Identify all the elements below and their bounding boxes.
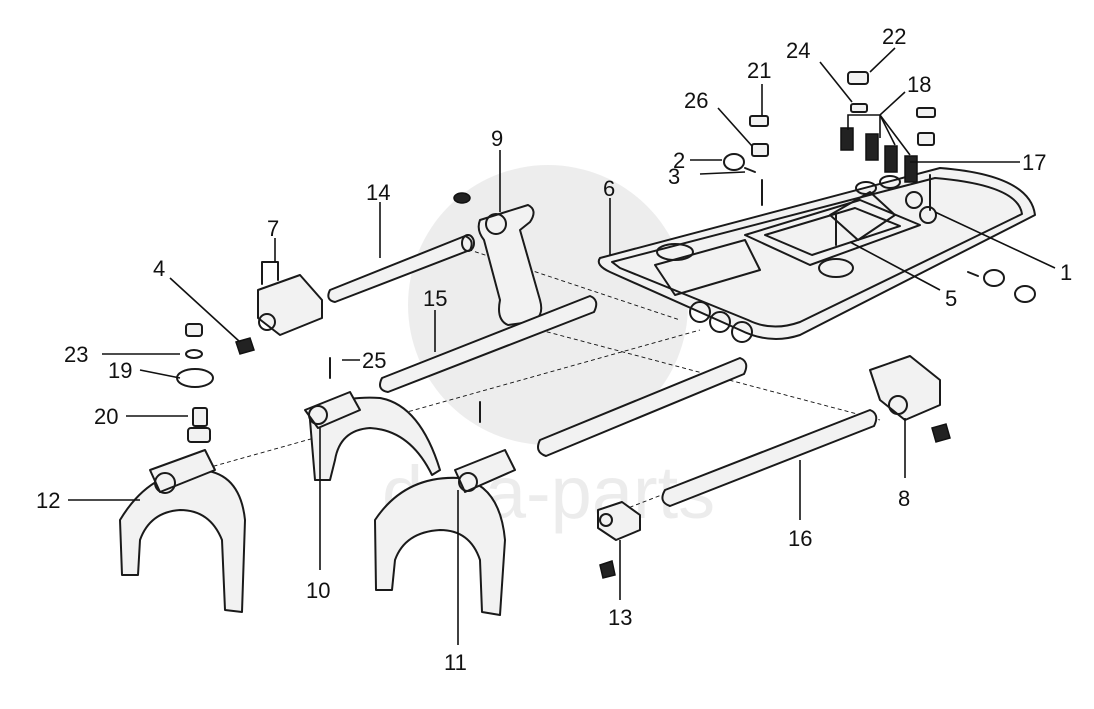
- callout-20: 20: [94, 404, 118, 429]
- callout-24: 24: [786, 38, 810, 63]
- watermark-logo: [408, 165, 688, 445]
- callout-4: 4: [153, 256, 165, 281]
- watermark: data-parts: [382, 165, 715, 534]
- callout-1: 1: [1060, 260, 1072, 285]
- studs-springs: [723, 71, 1036, 303]
- callout-18: 18: [907, 72, 931, 97]
- callout-8: 8: [898, 486, 910, 511]
- shift-fork-10: [304, 357, 441, 481]
- callout-3: 3: [668, 164, 680, 189]
- callout-11: 11: [444, 650, 467, 675]
- callout-15: 15: [423, 286, 447, 311]
- cover-plate: [597, 167, 1036, 343]
- callout-14: 14: [366, 180, 390, 205]
- shift-shaft-16: [661, 409, 878, 507]
- callout-17: 17: [1022, 150, 1046, 175]
- callout-12: 12: [36, 488, 60, 513]
- shift-block-13: [597, 501, 641, 579]
- callout-16: 16: [788, 526, 812, 551]
- shift-fork-12: [119, 323, 246, 613]
- callout-22: 22: [882, 24, 906, 49]
- callouts: 1 2 3 4 5 6 7 8 9 10 11 12 13 14 15 16 1…: [36, 24, 1072, 675]
- callout-5: 5: [945, 286, 957, 311]
- callout-23: 23: [64, 342, 88, 367]
- callout-19: 19: [108, 358, 132, 383]
- shift-shaft-14: [327, 234, 475, 303]
- callout-9: 9: [491, 126, 503, 151]
- shift-shaft-middle: [537, 357, 748, 457]
- callout-26: 26: [684, 88, 708, 113]
- callout-25: 25: [362, 348, 386, 373]
- shift-block-8: [869, 355, 951, 443]
- callout-10: 10: [306, 578, 330, 603]
- shift-fork-11: [374, 401, 516, 616]
- callout-6: 6: [603, 176, 615, 201]
- callout-2: 2: [673, 148, 685, 173]
- callout-7: 7: [267, 216, 279, 241]
- callout-13: 13: [608, 605, 632, 630]
- callout-21: 21: [747, 58, 771, 83]
- shift-shaft-15: [379, 295, 598, 393]
- shift-block-7: [235, 261, 323, 355]
- leader-lines: [68, 47, 1056, 645]
